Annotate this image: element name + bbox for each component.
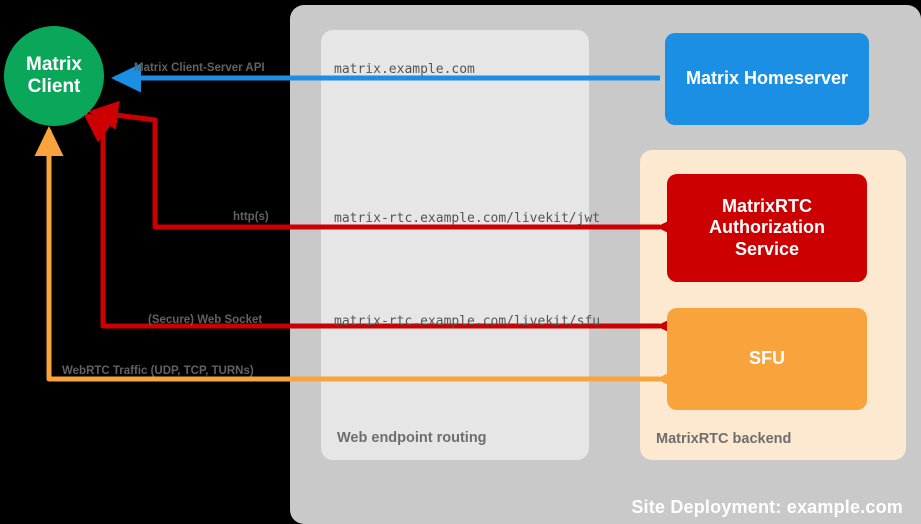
auth-label-line1: MatrixRTC: [721, 195, 812, 216]
web-endpoint-routing-label: Web endpoint routing: [337, 430, 487, 446]
site-deployment-title: Site Deployment: example.com: [631, 497, 903, 517]
web-endpoint-routing-container: Web endpoint routing: [321, 30, 589, 460]
url-livekit-jwt: matrix-rtc.example.com/livekit/jwt: [334, 211, 601, 226]
matrix-client-label-line1: Matrix: [26, 54, 82, 76]
matrix-homeserver-label: Matrix Homeserver: [685, 68, 849, 89]
matrix-client-node[interactable]: Matrix Client: [4, 26, 104, 126]
matrixrtc-authorization-service-node[interactable]: MatrixRTC Authorization Service: [667, 174, 867, 282]
matrix-client-label-line2: Client: [27, 76, 81, 97]
sfu-label: SFU: [749, 348, 785, 369]
sfu-node[interactable]: SFU: [667, 308, 867, 410]
auth-label-line2: Authorization: [709, 217, 825, 238]
matrix-homeserver-node[interactable]: Matrix Homeserver: [665, 33, 869, 125]
edge-label-client-server-api: Matrix Client-Server API: [134, 62, 265, 74]
url-livekit-sfu: matrix-rtc.example.com/livekit/sfu: [334, 314, 601, 329]
edge-label-web-socket: (Secure) Web Socket: [148, 314, 263, 326]
matrixrtc-backend-label: MatrixRTC backend: [656, 431, 792, 447]
edge-label-webrtc-traffic: WebRTC Traffic (UDP, TCP, TURNs): [62, 365, 254, 377]
auth-label-line3: Service: [734, 238, 800, 259]
url-matrix-example-com: matrix.example.com: [334, 62, 475, 77]
edge-label-https: http(s): [233, 211, 269, 223]
